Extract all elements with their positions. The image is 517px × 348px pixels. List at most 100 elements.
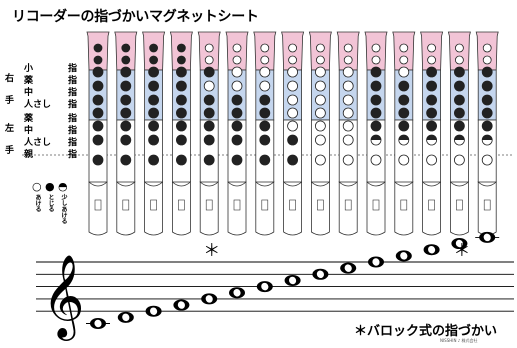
recorder-slot [317,199,324,211]
whole-note-hole [483,233,491,242]
finger-hole [175,120,187,132]
recorder-lower [88,119,108,183]
finger-hole [342,80,354,92]
finger-hole [481,120,493,132]
finger-hole [398,94,410,106]
finger-hole [426,120,438,132]
finger-hole [314,134,326,146]
finger-hole [343,43,353,53]
recorder-slot [205,199,213,211]
finger-hole [260,43,270,53]
finger-hole [203,134,215,146]
finger-hole [232,43,242,53]
finger-hole [426,80,438,92]
finger-hole [399,43,409,53]
recorder-lower [199,119,219,183]
recorder-slot [289,199,296,211]
finger-suffix: 指 [68,76,78,86]
recorder-slot [428,199,435,211]
recorder-lower [116,119,136,183]
finger-hole [454,43,464,53]
recorder-slot [456,199,463,211]
whole-note-hole [455,239,463,248]
finger-hole [231,134,243,146]
finger-hole [148,107,160,119]
finger-hole [259,94,271,106]
finger-hole [203,107,215,119]
finger-hole [287,134,299,146]
finger-hole [287,80,299,92]
finger-hole [92,134,104,146]
baroque-asterisk-icon: ＊ [203,241,220,261]
thumb-hole [398,154,410,166]
finger-hole [93,55,103,65]
finger-hole [288,43,298,53]
thumb-hole [287,154,299,166]
finger-hole [370,120,382,132]
finger-hole [288,55,298,65]
finger-hole [481,107,493,119]
half-hole [426,135,437,140]
finger-hole [427,55,437,65]
finger-hole [342,120,354,132]
recorder-slot [261,199,269,211]
finger-suffix: 指 [68,64,78,74]
finger-hole [203,66,215,78]
half-hole [398,135,409,140]
baroque-asterisk-icon: ＊ [453,241,470,261]
whole-note-hole [261,282,269,291]
finger-hole [259,80,271,92]
finger-hole [92,80,104,92]
whole-note-hole [344,264,352,272]
finger-suffix: 指 [68,126,78,136]
finger-hole [342,107,354,119]
finger-hole [175,66,187,78]
finger-hole [399,55,409,65]
finger-suffix: 指 [68,88,78,98]
recorder-lower [477,119,497,183]
whole-note-hole [289,276,297,285]
finger-hole [287,94,299,106]
finger-hole [314,107,326,119]
thumb-hole [175,154,187,166]
finger-hole [175,107,187,119]
publisher-credit: NISSHIN ♪ 株式会社 [440,338,478,343]
baroque-fingering-note: ＊バロック式の指づかい [354,324,498,339]
finger-hole [314,94,326,106]
finger-hole [481,94,493,106]
finger-hole [453,120,465,132]
recorder-slot [94,199,102,211]
half-hole [482,135,493,140]
finger-hole [454,55,464,65]
recorder-slot [233,199,241,211]
finger-hole [232,55,242,65]
finger-suffix: 指 [68,150,78,160]
finger-hole [287,120,299,132]
finger-hole [148,80,160,92]
finger-hole [314,120,326,132]
whole-note-hole [150,307,158,315]
finger-suffix: 指 [68,100,78,110]
whole-note-hole [428,245,436,254]
finger-hole [92,94,104,106]
finger-hole [175,134,187,146]
half-hole [371,135,381,140]
finger-hole [231,66,243,78]
finger-hole [148,66,160,78]
whole-note-hole [400,252,408,260]
whole-note-hole [177,301,185,309]
finger-hole [398,80,410,92]
finger-hole [370,94,382,106]
finger-hole [342,134,354,146]
finger-hole [370,107,382,119]
finger-hole [315,43,325,53]
half-hole [454,135,465,140]
finger-hole [259,66,271,78]
finger-hole [370,80,382,92]
thumb-hole [203,154,215,166]
closed-hole-icon: ● [45,180,55,193]
finger-hole [426,94,438,106]
finger-hole [287,107,299,119]
finger-hole [398,120,410,132]
